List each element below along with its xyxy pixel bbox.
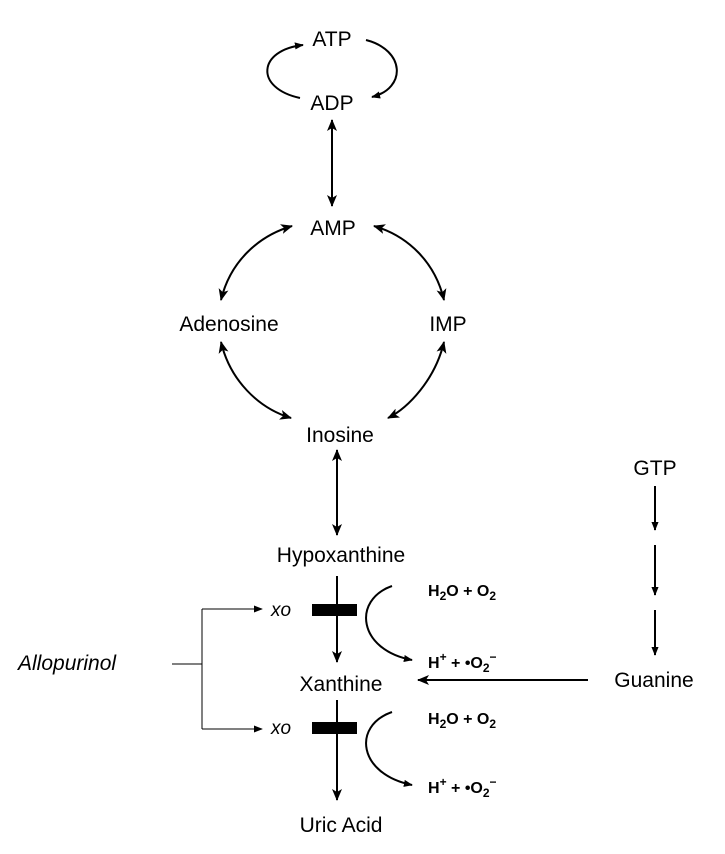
upper-products-text: H+ + •O2− [428,650,497,675]
lower-reactants-text: H2O + O2 [428,711,496,731]
lower-side-reaction-arrow [365,711,413,787]
amp-imp-arrow [373,224,447,301]
uric-acid-label: Uric Acid [300,814,383,837]
imp-inosine-arrow [387,341,447,419]
lower-inhibition-bar [312,722,357,734]
amp-label: AMP [310,217,356,240]
amp-adenosine-arrow [218,224,293,301]
upper-inhibition-bar [312,604,357,616]
upper-side-reaction-arrow [365,585,413,663]
adp-label: ADP [310,92,353,115]
adp-to-atp-arrow [266,42,304,99]
upper-reactants-text: H2O + O2 [428,583,496,603]
upper-xo-label: xo [270,600,291,621]
xanthine-label: Xanthine [300,673,383,696]
gtp-label: GTP [633,457,676,480]
guanine-label: Guanine [614,669,693,692]
hypoxanthine-label: Hypoxanthine [277,544,405,567]
atp-to-adp-arrow [365,39,398,99]
allopurinol-label: Allopurinol [16,652,117,675]
adenosine-label: Adenosine [179,313,278,336]
atp-label: ATP [312,28,351,51]
lower-xo-label: xo [270,718,291,739]
imp-label: IMP [429,313,466,336]
lower-products-text: H+ + •O2− [428,775,497,800]
adenosine-inosine-arrow [218,341,292,420]
inosine-label: Inosine [306,424,374,447]
